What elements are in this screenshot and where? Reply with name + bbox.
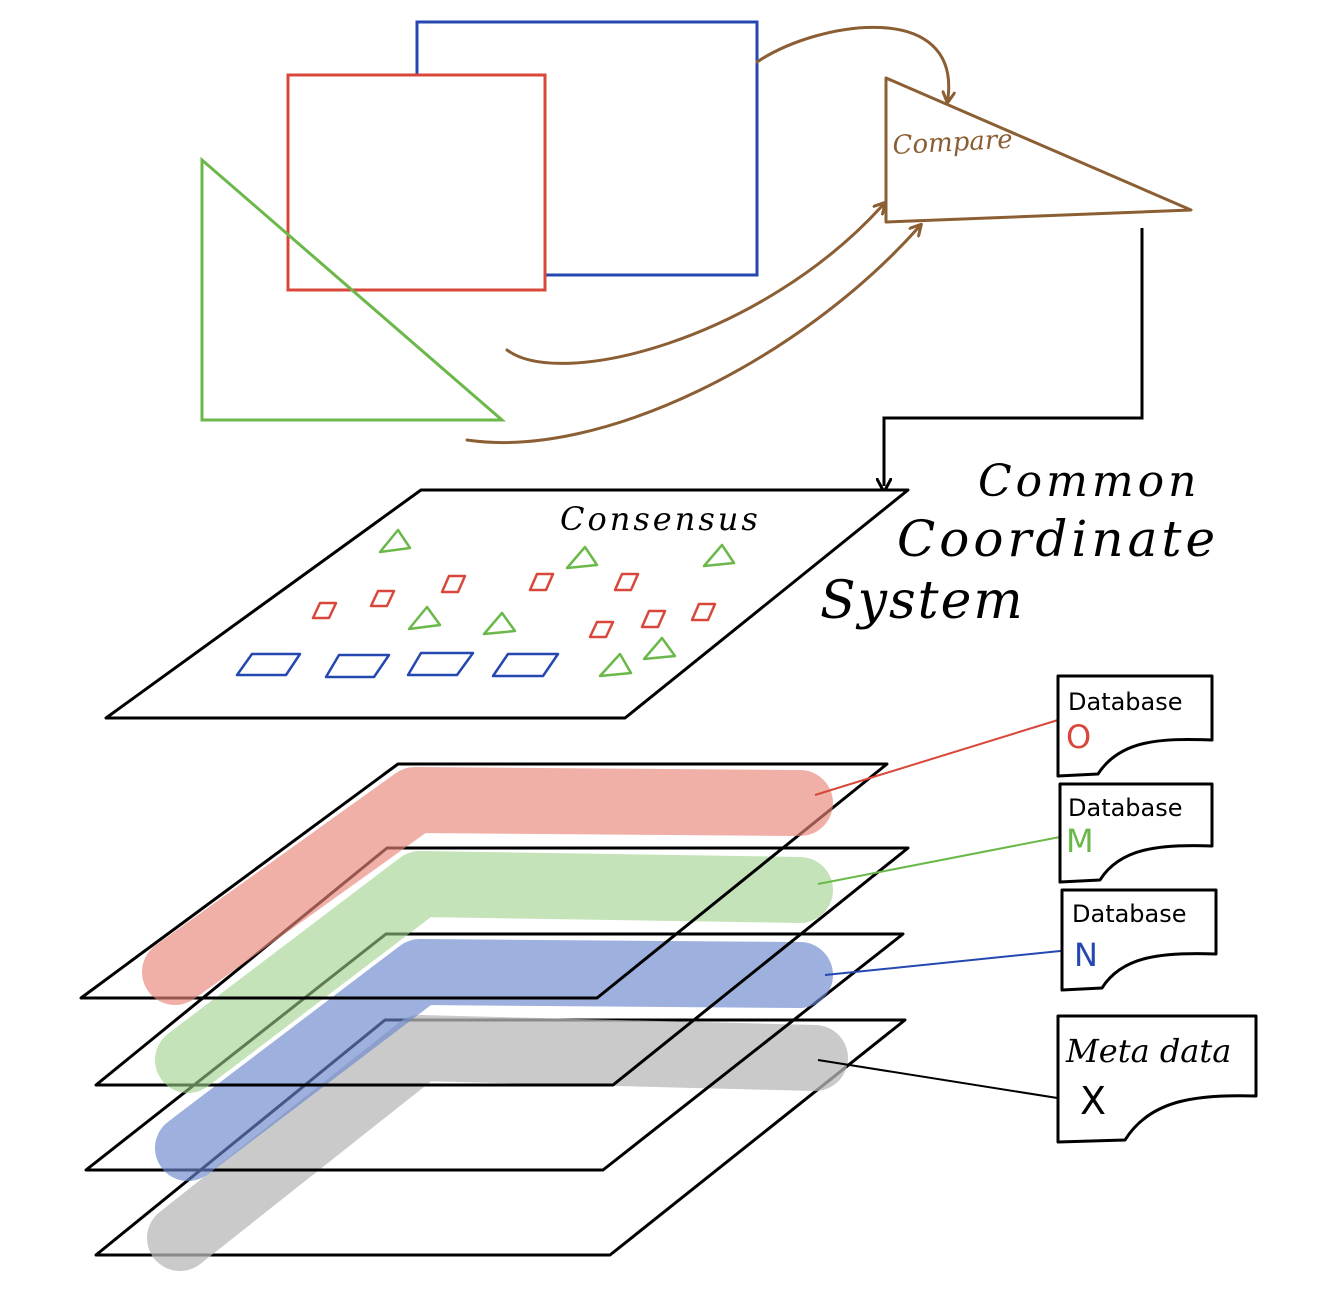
green-marker (702, 543, 736, 568)
arrow-green-to-compare (465, 228, 918, 445)
card-metadata-x: Meta data X (1056, 1014, 1258, 1144)
consensus-blue-markers (235, 651, 560, 679)
card-shape (1056, 674, 1214, 778)
gray-band (147, 1015, 848, 1271)
red-marker (640, 609, 667, 629)
red-marker (369, 589, 396, 608)
card-database-m: Database M (1058, 782, 1214, 884)
compare-label: Compare (892, 125, 1014, 161)
consensus-green-triangles (378, 528, 736, 678)
source-shapes (200, 20, 759, 422)
green-marker (598, 652, 633, 678)
red-marker (311, 601, 338, 620)
card-letter: O (1066, 718, 1091, 756)
arrow-blue-to-compare (755, 25, 949, 98)
blue-band (155, 939, 833, 1181)
blue-marker (406, 651, 475, 677)
green-marker (482, 611, 517, 636)
card-title: Meta data (1065, 1032, 1231, 1070)
red-marker (690, 602, 717, 622)
compare-triangle (884, 76, 1193, 224)
red-band (142, 767, 833, 1005)
red-marker (613, 572, 640, 592)
red-marker (528, 572, 555, 592)
green-band (155, 851, 833, 1093)
blue-marker (491, 652, 560, 678)
card-shape (1058, 782, 1214, 884)
connector-o (814, 719, 1059, 796)
blue-marker (235, 652, 302, 677)
card-connectors (814, 719, 1071, 1101)
card-database-n: Database N (1060, 888, 1218, 992)
card-shape (1060, 888, 1218, 992)
arrow-red-to-compare (505, 206, 882, 365)
green-marker (642, 636, 677, 661)
consensus-label: Consensus (560, 500, 761, 538)
compare-arrows (465, 25, 949, 445)
consensus-plane (104, 488, 910, 720)
system-label: System (820, 571, 1025, 631)
card-shape (1056, 1014, 1258, 1144)
card-title: Database (1068, 688, 1183, 716)
connector-x (817, 1059, 1071, 1101)
red-marker (440, 574, 467, 594)
blue-marker (324, 653, 391, 679)
coordinate-label: Coordinate (897, 510, 1219, 568)
green-triangle (200, 156, 507, 422)
card-title: Database (1068, 794, 1183, 822)
compare-node: Compare (884, 76, 1193, 224)
layer-plane-m (94, 846, 910, 1087)
common-label: Common (978, 456, 1200, 507)
card-letter: M (1066, 822, 1094, 860)
card-database-o: Database O (1056, 674, 1214, 778)
connector-n (824, 949, 1071, 976)
arrow-compare-to-consensus (884, 228, 1144, 486)
red-marker (588, 620, 615, 639)
green-marker (407, 605, 442, 631)
card-letter: X (1080, 1079, 1106, 1123)
common-coordinate-system-label: Common Coordinate System (820, 456, 1219, 631)
card-letter: N (1074, 936, 1098, 974)
green-marker (378, 528, 412, 554)
consensus-red-markers (311, 572, 717, 639)
card-title: Database (1072, 900, 1187, 928)
connector-m (817, 835, 1066, 885)
layer-stack (79, 762, 910, 1271)
consensus-plane-group: Consensus (104, 488, 910, 720)
red-rectangle (286, 73, 547, 292)
layer-plane-o (79, 762, 889, 1000)
green-marker (565, 545, 599, 570)
